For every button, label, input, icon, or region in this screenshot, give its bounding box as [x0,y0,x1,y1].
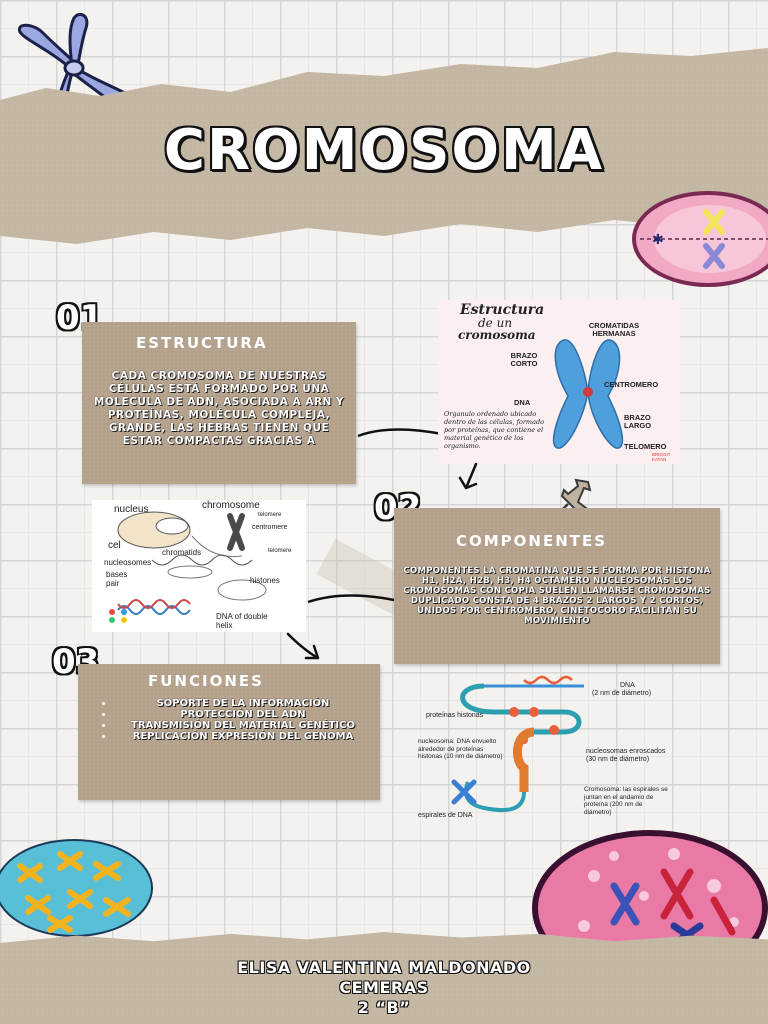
components-card: COMPONENTES COMPONENTES LA CROMATINA QUE… [394,508,720,664]
label-cromatidas: CROMATIDAS HERMANAS [588,321,640,338]
function-item: TRANSMISIÓN DEL MATERIAL GENÉTICO [114,720,372,731]
function-item: REPLICACIÓN EXPRESIÓN DEL GENOMA [114,731,372,742]
x-chromosome-icon [552,339,624,449]
functions-card: FUNCIONES SOPORTE DE LA INFORMACIÓN PROT… [78,664,380,800]
diagram-caption: Organulo ordenado ubicado dentro de las … [444,410,545,450]
label-brazo-largo: BRAZO LARGO [624,413,652,430]
label-telomero: TELOMERO [624,442,667,451]
structure-text: CADA CROMOSOMA DE NUESTRAS CÉLULAS ESTÁ … [93,370,345,447]
footer-paper-band [0,932,768,1024]
diagram-title-line2: de un [478,316,513,330]
author-name-line1: ELISA VALENTINA MALDONADO [237,958,531,977]
arrow-icon [458,462,478,490]
components-text: COMPONENTES LA CROMATINA QUE SE FORMA PO… [403,566,711,626]
nucleus-drawing [109,511,267,623]
diagram-credit: BRIGGIT KATAN [652,452,671,462]
label-nucleus: nucleus [114,504,149,515]
cell-division-icon: ✱ [632,191,768,287]
label-proteinas: proteínas histonas [426,712,484,719]
diagram-title-line1: Estructura [460,302,545,318]
structure-card: ESTRUCTURA CADA CROMOSOMA DE NUESTRAS CÉ… [82,322,356,484]
structure-heading: ESTRUCTURA [136,334,268,352]
chromosome-structure-diagram: Estructura de un cromosoma CROMATIDAS HE… [438,300,680,464]
svg-text:✱: ✱ [652,232,664,248]
arrow-icon [286,632,320,660]
cell-chromosomes-icon [0,839,153,937]
label-nucleosomes: nucleosomes [104,558,152,567]
label-histones: histones [250,576,280,585]
label-telomere-top: telomere [258,512,282,518]
author-grade: 2 “B” [357,998,411,1017]
label-telomere-mid: telomere [268,548,292,554]
functions-list: SOPORTE DE LA INFORMACIÓN PROTECCIÓN DEL… [100,698,372,742]
dna-coil-drawing [451,675,584,812]
label-chromosome: chromosome [202,500,260,511]
author-name-line2: CEMERAS [339,978,429,997]
label-brazo-corto: BRAZO CORTO [510,351,538,368]
connector-line [357,428,443,438]
label-centromere: centromere [252,524,288,531]
nucleus-dna-diagram: nucleus chromosome telomere centromere c… [92,500,306,632]
label-cell: cel [108,540,121,551]
page-title: CROMOSOMA [163,118,605,183]
label-nucleosomas-enroscados: nucleosomas enroscados (30 nm de diámetr… [586,748,666,763]
function-item: SOPORTE DE LA INFORMACIÓN [114,698,372,709]
label-bases-pair: bases pair [106,570,128,588]
label-centromero: CENTROMERO [604,380,659,389]
functions-heading: FUNCIONES [148,672,264,690]
label-dna-helix: DNA of double helix [216,612,268,630]
dna-compaction-diagram: DNA (2 nm de diámetro) proteínas histona… [414,672,714,832]
label-dna: DNA [514,398,531,407]
diagram-title-line3: cromosoma [458,328,536,342]
label-nucleosoma: nucleosoma: DNA envuelto alrededor de pr… [418,738,503,760]
label-dna-top: DNA [620,682,635,689]
function-item: PROTECCIÓN DEL ADN [114,709,372,720]
label-dna-sub: (2 nm de diámetro) [592,690,652,697]
components-heading: COMPONENTES [456,532,608,550]
connector-line [307,594,395,604]
label-chromatids: chromatids [162,548,202,557]
label-espirales: espirales de DNA [418,812,473,819]
title-paper-band [0,48,768,244]
label-cromosoma: Cromosoma: las espirales se juntan en el… [584,786,668,816]
